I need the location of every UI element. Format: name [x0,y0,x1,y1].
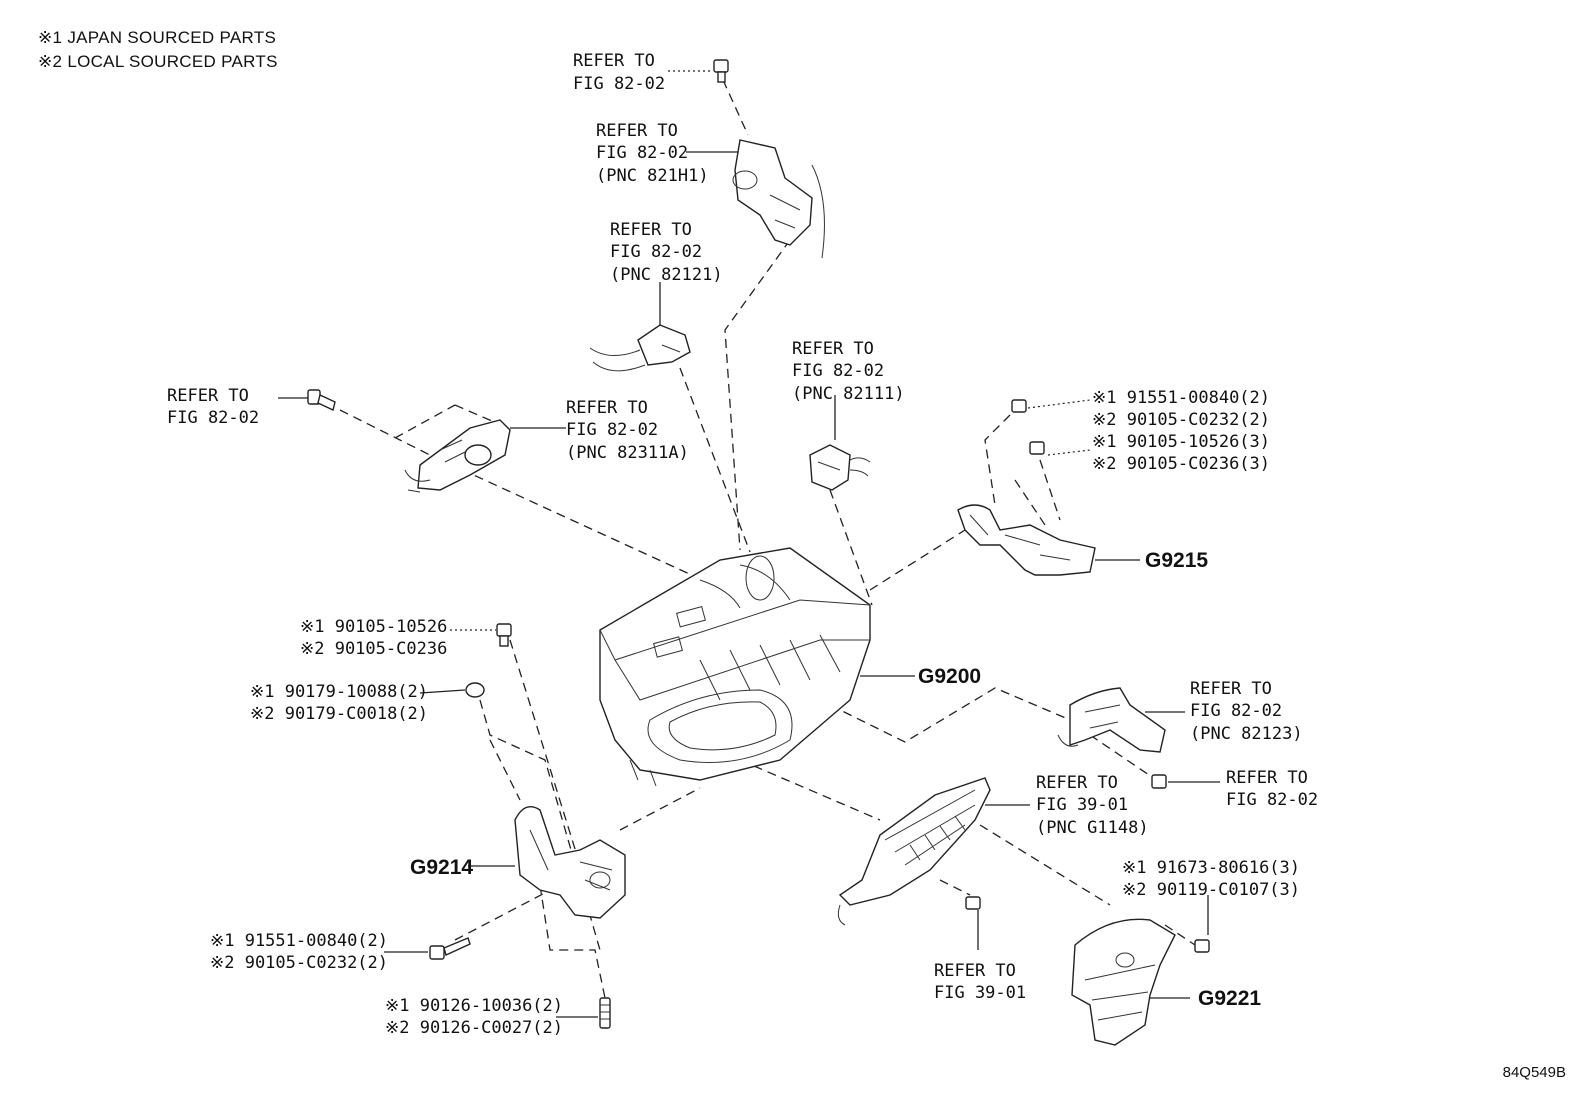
stud-bottom-icon [599,997,611,1029]
bolt-left-low-icon [429,937,471,960]
callout-g9221-bolts: ※1 91673-80616(3) ※2 90119-C0107(3) [1122,858,1310,900]
part-code-g9215: G9215 [1145,549,1208,572]
callout-right-bolt: REFER TO FIG 82-02 [1226,768,1318,810]
callout-top-bolt: REFER TO FIG 82-02 [573,51,665,94]
connector-82111-icon [809,444,871,491]
callout-left-low-bolt: ※1 91551-00840(2) ※2 90105-C0232(2) [210,931,398,973]
cover-g9221-icon [1071,918,1210,1046]
callout-left-top-bolt: ※1 90105-10526 ※2 90105-C0236 [300,617,458,659]
bolt-left-icon [307,389,336,411]
callout-pnc-82121: REFER TO FIG 82-02 (PNC 82121) [610,220,723,285]
callout-g9215-bolts-a: ※1 91551-00840(2) ※2 90105-C0232(2) [1092,388,1280,430]
legend-local-sourced: ※2 LOCAL SOURCED PARTS [38,52,278,71]
part-code-g9221: G9221 [1198,987,1261,1010]
callout-fig-39-01-bolt: REFER TO FIG 39-01 [934,961,1026,1003]
callout-pnc-82123: REFER TO FIG 82-02 (PNC 82123) [1190,679,1303,744]
inverter-assembly-g9200-icon [599,547,871,787]
callout-g9215-bolts-b: ※1 90105-10526(3) ※2 90105-C0236(3) [1092,432,1280,474]
callout-pnc-82111: REFER TO FIG 82-02 (PNC 82111) [792,339,905,404]
part-code-g9200: G9200 [918,665,981,688]
cooler-g1148-icon [837,777,991,926]
bracket-g9215-icon [957,399,1096,576]
connector-82121-icon [589,324,691,372]
bolt-g1148-icon [965,896,981,910]
bracket-821h1-icon [732,139,825,259]
bracket-g9214-icon [514,806,626,919]
legend-japan-sourced: ※1 JAPAN SOURCED PARTS [38,28,277,47]
callout-pnc-821h1: REFER TO FIG 82-02 (PNC 821H1) [596,121,709,186]
callout-bottom-stud: ※1 90126-10036(2) ※2 90126-C0027(2) [385,996,573,1038]
bolt-top-icon [713,59,729,83]
nut-left-icon [465,682,485,698]
callout-left-bolt: REFER TO FIG 82-02 [167,386,259,428]
leader-lines [278,70,1220,1018]
figure-reference-number: 84Q549B [1502,1064,1566,1081]
callout-pnc-82311a: REFER TO FIG 82-02 (PNC 82311A) [566,398,689,463]
part-code-g9214: G9214 [410,856,473,879]
bolt-left-top-icon [496,623,512,647]
callout-pnc-g1148: REFER TO FIG 39-01 (PNC G1148) [1036,773,1149,838]
bracket-82123-icon [1057,687,1166,753]
callout-left-nut: ※1 90179-10088(2) ※2 90179-C0018(2) [250,682,438,724]
bolt-right-icon [1151,774,1167,789]
sensor-82311a-icon [404,419,511,493]
